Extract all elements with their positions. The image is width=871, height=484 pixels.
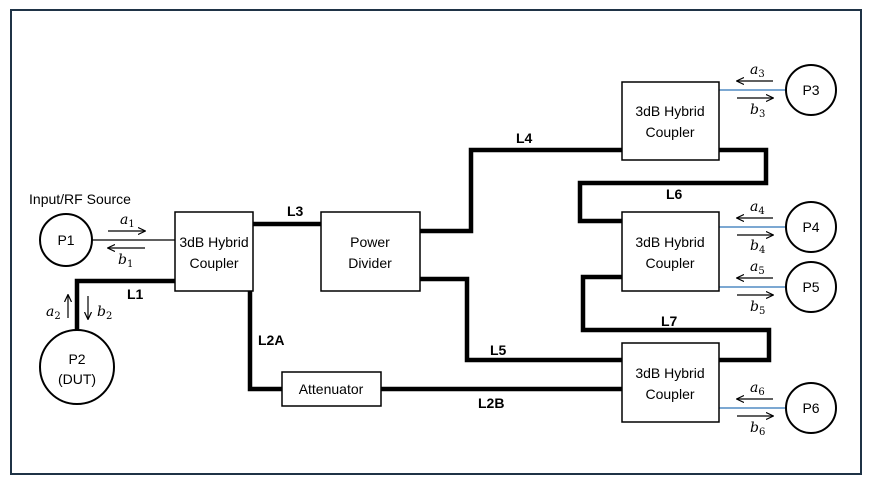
power-divider-label-line2: Divider (348, 255, 392, 271)
port-p5-label: P5 (802, 279, 819, 295)
wave-label-b5: b5 (750, 299, 765, 317)
line-l4 (420, 147, 622, 234)
wave-label-a5: a5 (750, 259, 765, 277)
line-l6 (577, 147, 769, 224)
wave-label-b6: b6 (750, 420, 765, 438)
line-label-l1: L1 (127, 286, 144, 302)
line-l2a-l2b (247, 291, 622, 392)
port-p6-label: P6 (802, 400, 819, 416)
line-label-l2a: L2A (258, 332, 284, 348)
wave-label-b2: b2 (97, 304, 112, 322)
diagram-frame (10, 9, 862, 475)
line-label-l5: L5 (490, 342, 507, 358)
hybrid-coupler-bot (621, 342, 720, 423)
line-label-l7: L7 (661, 313, 678, 329)
port-p6 (785, 382, 837, 434)
line-l7 (580, 274, 772, 363)
hybrid-coupler-1-label-line2: Coupler (189, 255, 238, 271)
hybrid-coupler-mid-label-line2: Coupler (645, 255, 694, 271)
line-label-l6: L6 (666, 186, 683, 202)
hybrid-coupler-mid-label-line1: 3dB Hybrid (635, 234, 704, 250)
hybrid-coupler-top (621, 81, 720, 161)
wave-label-a4: a4 (750, 199, 765, 217)
port-p2 (39, 329, 115, 405)
attenuator (281, 371, 382, 407)
wave-label-a6: a6 (750, 380, 765, 398)
attenuator-label: Attenuator (299, 381, 364, 397)
port-p1 (39, 213, 93, 267)
wave-label-a3: a3 (750, 62, 765, 80)
port-p2-label-line1: P2 (68, 351, 85, 367)
port-p3 (785, 64, 837, 116)
hybrid-coupler-bot-label-line2: Coupler (645, 386, 694, 402)
port-p3-label: P3 (802, 82, 819, 98)
hybrid-coupler-1-label-line1: 3dB Hybrid (179, 234, 248, 250)
hybrid-coupler-bot-label-line1: 3dB Hybrid (635, 365, 704, 381)
port-p1-label: P1 (57, 232, 74, 248)
hybrid-coupler-top-label-line1: 3dB Hybrid (635, 103, 704, 119)
port-p5 (785, 261, 837, 313)
line-label-l2b: L2B (478, 395, 504, 411)
line-label-l3: L3 (287, 203, 304, 219)
wave-label-a2: a2 (46, 304, 61, 322)
port-p4 (785, 201, 837, 253)
port-p4-label: P4 (802, 219, 819, 235)
hybrid-coupler-top-label-line2: Coupler (645, 124, 694, 140)
hybrid-coupler-1 (174, 211, 254, 292)
port-p2-label-line2: (DUT) (58, 371, 96, 387)
line-l5 (420, 276, 622, 363)
power-divider-label-line1: Power (350, 234, 390, 250)
line-label-l4: L4 (516, 130, 533, 146)
hybrid-coupler-mid (621, 211, 720, 292)
wave-label-a1: a1 (120, 212, 135, 230)
power-divider (320, 211, 421, 292)
source-caption: Input/RF Source (29, 191, 131, 207)
wave-label-b4: b4 (750, 238, 765, 256)
wave-label-b3: b3 (750, 102, 765, 120)
wave-label-b1: b1 (118, 252, 133, 270)
line-l1 (74, 278, 175, 332)
